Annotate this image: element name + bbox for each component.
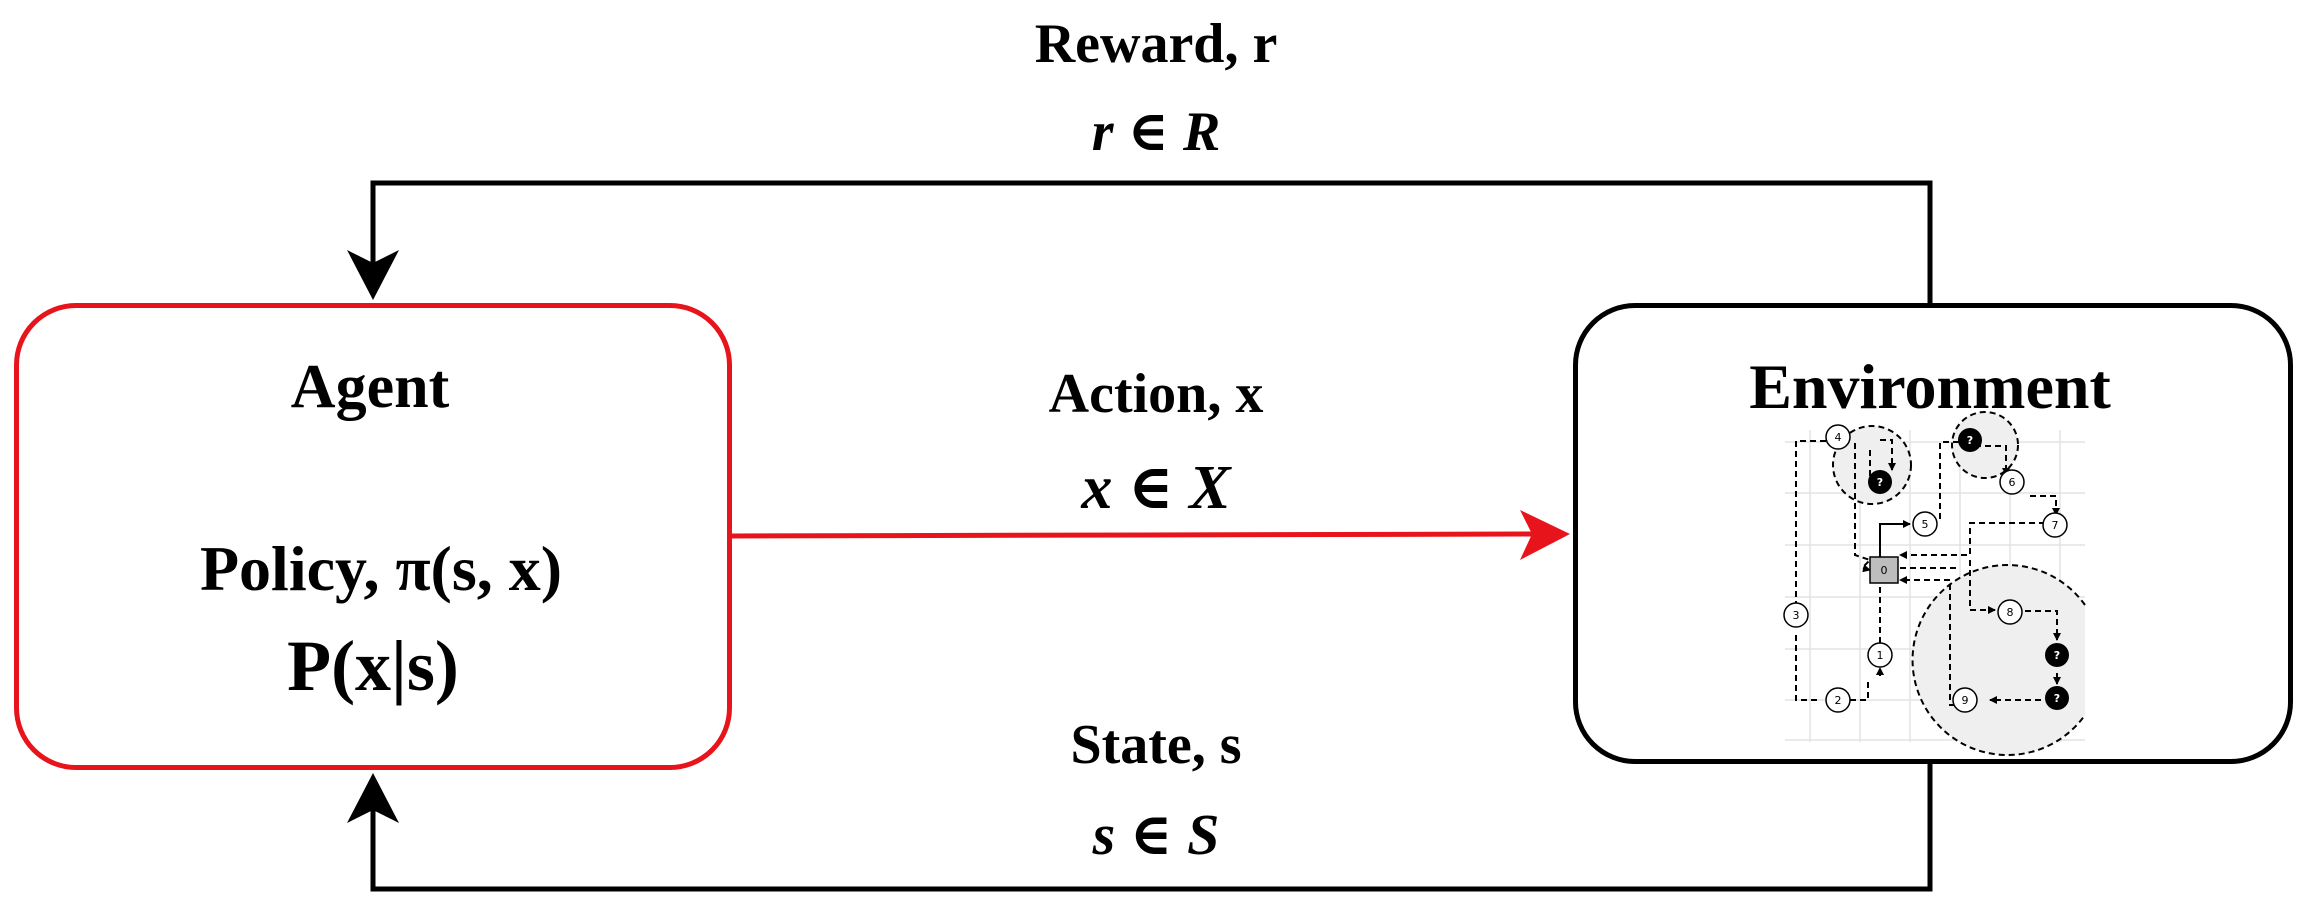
agent-policy: Policy, π(s, x) (199, 533, 563, 604)
graph-node-6-label: 6 (2009, 476, 2016, 489)
graph-node-unknown-3-label: ? (2054, 649, 2060, 662)
action-connector (731, 531, 1536, 539)
reward-connector (370, 180, 1933, 303)
graph-node-unknown-4 (2045, 686, 2069, 710)
graph-node-4 (1825, 424, 1851, 450)
graph-node-5-label: 5 (1922, 518, 1929, 531)
reward-label: Reward, r (1034, 13, 1278, 75)
graph-node-8 (1997, 599, 2023, 625)
graph-node-1 (1867, 642, 1893, 668)
graph-node-7-label: 7 (2052, 519, 2059, 532)
graph-node-unknown-1 (1868, 470, 1892, 494)
graph-node-2-label: 2 (1835, 694, 1842, 707)
state-arrowhead (347, 773, 399, 823)
environment-title: Environment (1749, 351, 2111, 422)
state-math: s ∈ S (1092, 802, 1220, 867)
graph-node-0-label: 0 (1881, 564, 1888, 577)
reward-arrowhead (347, 250, 399, 300)
graph-node-8-label: 8 (2007, 606, 2014, 619)
agent-title: Agent (290, 353, 450, 421)
graph-node-unknown-2 (1958, 428, 1982, 452)
agent-probability: P(x|s) (287, 626, 459, 706)
graph-node-9-label: 9 (1962, 694, 1969, 707)
agent-box (14, 303, 732, 770)
graph-node-5 (1912, 511, 1938, 537)
graph-node-6 (1999, 469, 2025, 495)
graph-node-3-label: 3 (1793, 609, 1800, 622)
graph-node-7 (2042, 512, 2068, 538)
graph-node-2 (1825, 687, 1851, 713)
action-arrowhead (1520, 510, 1570, 560)
state-label: State, s (1070, 714, 1242, 776)
graph-node-4-label: 4 (1835, 431, 1842, 444)
environment-graph: 0 1 2 3 4 5 6 7 8 9 ? ? ? (1783, 411, 2086, 756)
graph-node-unknown-3 (2045, 643, 2069, 667)
graph-node-1-label: 1 (1877, 649, 1884, 662)
graph-node-9 (1952, 687, 1978, 713)
action-math: x ∈ X (1081, 454, 1231, 522)
graph-node-3 (1783, 602, 1809, 628)
graph-node-unknown-4-label: ? (2054, 692, 2060, 705)
state-connector (370, 764, 1933, 892)
graph-node-unknown-2-label: ? (1967, 434, 1973, 447)
action-label: Action, x (1048, 363, 1264, 425)
graph-node-unknown-1-label: ? (1877, 476, 1883, 489)
reward-math: r ∈ R (1091, 101, 1221, 163)
graph-node-0 (1869, 556, 1899, 584)
